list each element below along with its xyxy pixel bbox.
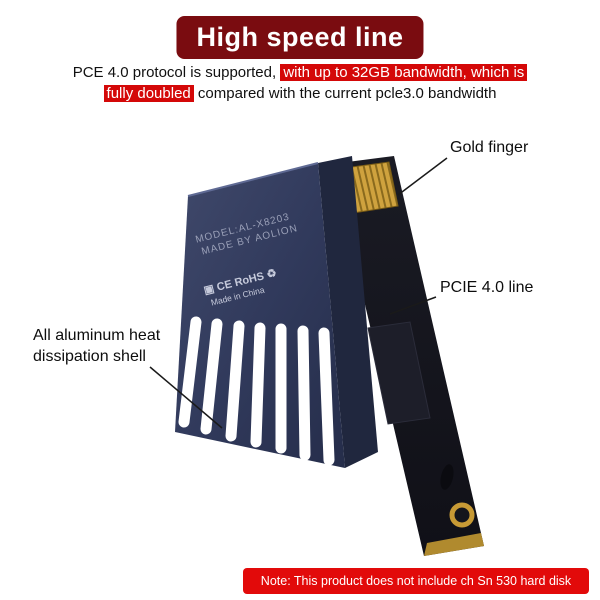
desc-plain-2: compared with the current pcle3.0 bandwi… <box>193 85 497 103</box>
description-line1: PCE 4.0 protocol is supported, with up t… <box>73 64 528 81</box>
shell-side-face <box>318 156 378 468</box>
callout-aluminum-shell: All aluminum heat dissipation shell <box>33 326 160 368</box>
description-line2: fully doubled compared with the current … <box>103 85 497 103</box>
leader-line-pcie <box>389 296 437 315</box>
pcb-bottom-gold-edge <box>424 533 484 556</box>
callout-shell-line1: All aluminum heat <box>33 327 161 344</box>
title-banner: High speed line <box>176 16 424 59</box>
pcb-slot-hole <box>440 464 454 490</box>
callout-shell-line2: dissipation shell <box>33 347 146 365</box>
desc-plain-1: PCE 4.0 protocol is supported, <box>72 64 281 81</box>
note-banner: Note: This product does not include ch S… <box>243 568 589 594</box>
page-title: High speed line <box>196 22 404 52</box>
leader-line-gold-finger <box>397 157 448 196</box>
nand-chip <box>367 321 431 425</box>
callout-pcie-line: PCIE 4.0 line <box>440 279 534 296</box>
callout-gold-finger: Gold finger <box>450 139 529 156</box>
desc-highlight-1: with up to 32GB bandwidth, which is <box>280 64 528 81</box>
screw-mount-pad <box>449 502 475 528</box>
shell-top-highlight <box>187 162 319 197</box>
heat-dissipation-fins <box>178 316 335 466</box>
description: PCE 4.0 protocol is supported, with up t… <box>0 62 600 105</box>
desc-highlight-2: fully doubled <box>103 85 194 103</box>
leader-line-shell <box>149 366 223 429</box>
